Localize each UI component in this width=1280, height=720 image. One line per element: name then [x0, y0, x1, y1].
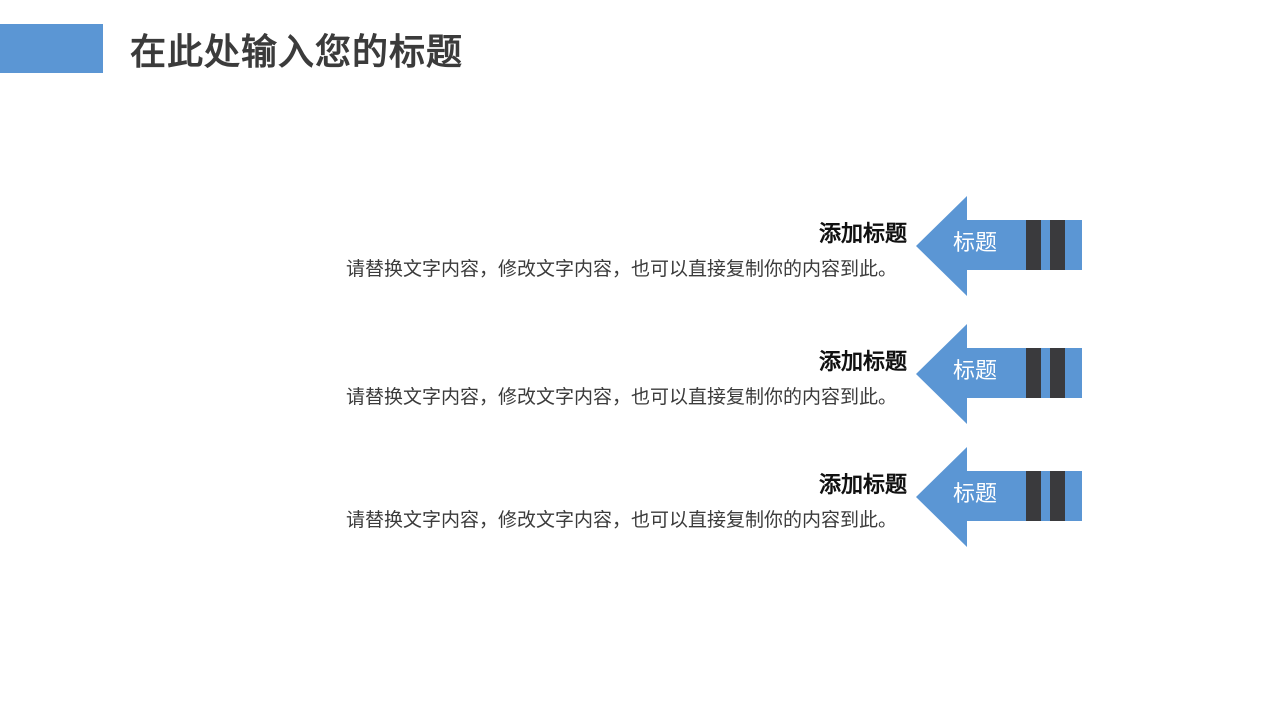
left-arrow-icon [916, 324, 1082, 424]
item-description: 请替换文字内容，修改文字内容，也可以直接复制你的内容到此。 [345, 386, 897, 408]
item-heading: 添加标题 [818, 350, 907, 375]
list-item: 添加标题 请替换文字内容，修改文字内容，也可以直接复制你的内容到此。 标题 [0, 196, 1280, 296]
arrow-label: 标题 [952, 359, 997, 384]
arrow-stripe [1026, 348, 1041, 398]
left-arrow-icon [916, 196, 1082, 296]
arrow-stripe [1050, 471, 1065, 521]
item-description: 请替换文字内容，修改文字内容，也可以直接复制你的内容到此。 [345, 509, 897, 531]
arrow-stripe [1026, 471, 1041, 521]
list-item: 添加标题 请替换文字内容，修改文字内容，也可以直接复制你的内容到此。 标题 [0, 447, 1280, 547]
item-heading: 添加标题 [818, 473, 907, 498]
list-item: 添加标题 请替换文字内容，修改文字内容，也可以直接复制你的内容到此。 标题 [0, 324, 1280, 424]
arrow-label: 标题 [952, 231, 997, 256]
arrow-stripe [1050, 220, 1065, 270]
item-description: 请替换文字内容，修改文字内容，也可以直接复制你的内容到此。 [345, 258, 897, 280]
left-arrow-icon [916, 447, 1082, 547]
arrow-stripe [1026, 220, 1041, 270]
arrow-label: 标题 [952, 482, 997, 507]
title-accent-bar [0, 24, 103, 73]
arrow-stripe [1050, 348, 1065, 398]
item-heading: 添加标题 [818, 222, 907, 247]
page-title: 在此处输入您的标题 [130, 32, 464, 73]
